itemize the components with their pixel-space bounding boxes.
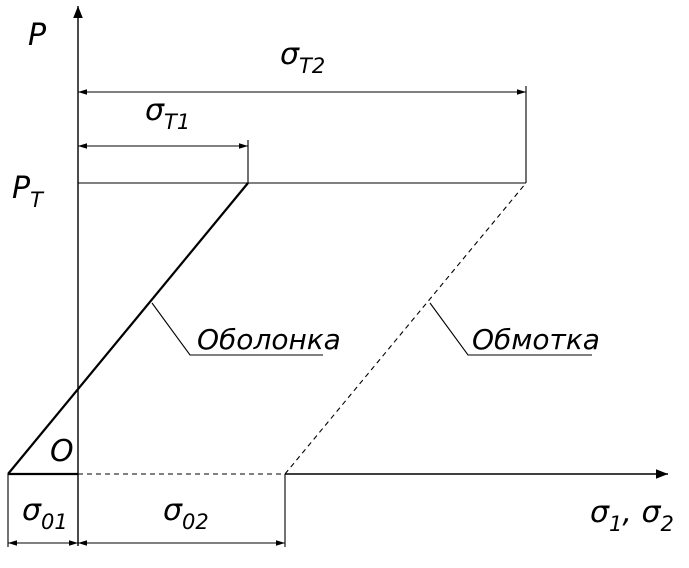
winding-leader [429, 302, 592, 356]
shell-line [7, 182, 249, 475]
shell-leader [151, 302, 323, 356]
p-t-label: PT [12, 171, 45, 212]
sigma-t2-label: σT2 [280, 37, 325, 78]
sigma-t1-label: σT1 [145, 93, 190, 134]
y-axis-label: P [28, 18, 47, 53]
x-axis-label: σ1, σ2 [590, 495, 674, 536]
sigma-01-label: σ01 [22, 493, 68, 534]
shell-label: Оболонка [197, 323, 341, 356]
sigma-02-label: σ02 [163, 493, 209, 534]
winding-label: Обмотка [472, 323, 600, 356]
origin-label: O [50, 434, 74, 469]
